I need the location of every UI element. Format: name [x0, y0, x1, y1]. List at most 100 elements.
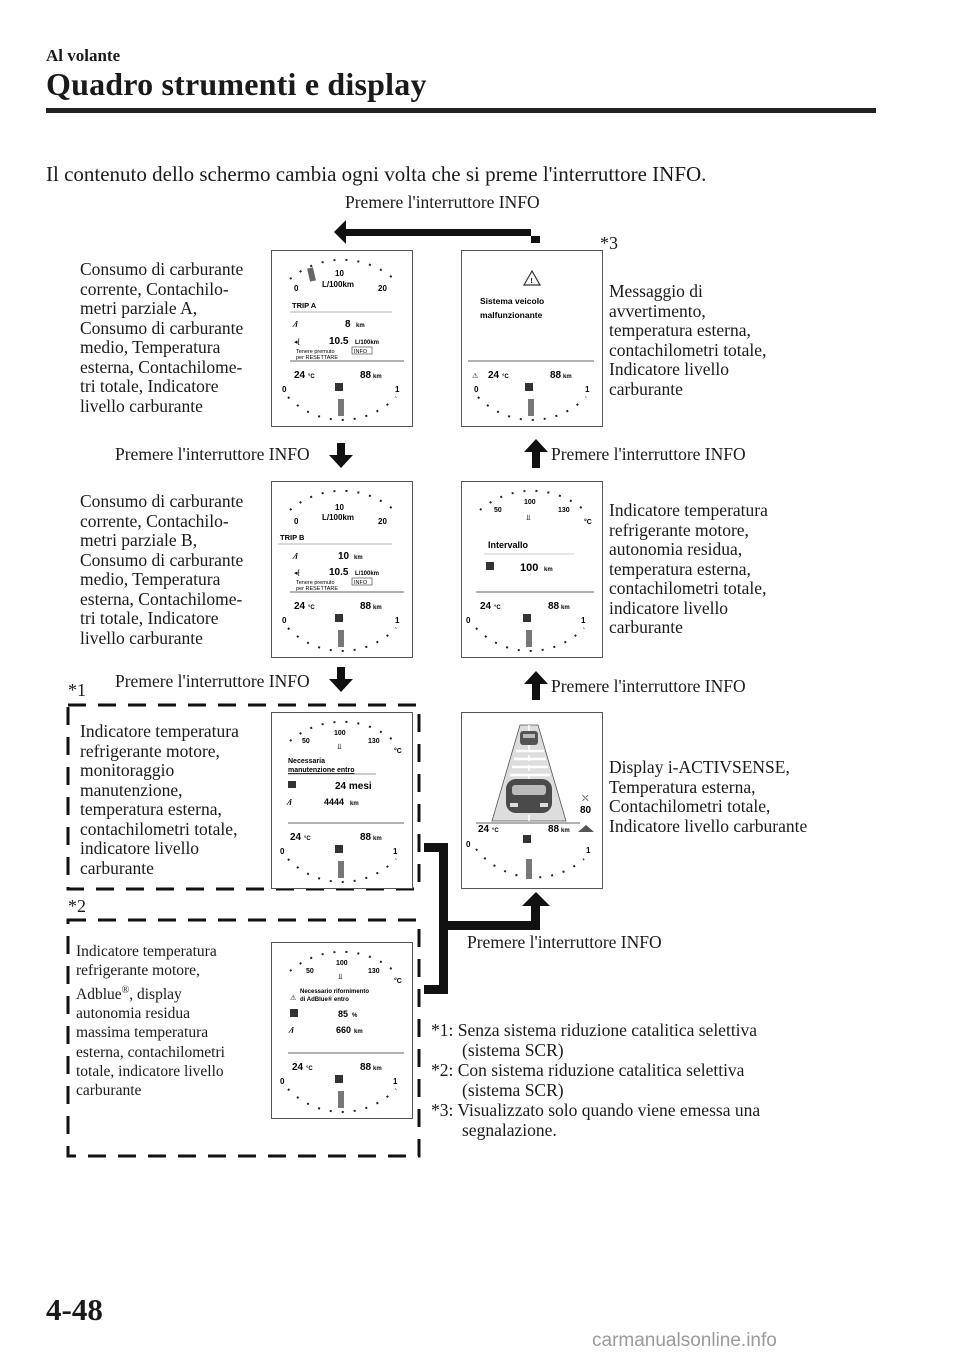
footnote-3: *3: Visualizzato solo quando viene emess…	[431, 1100, 761, 1120]
press-info-left-1: Premere l'interruttore INFO	[115, 444, 310, 464]
caption-activsense: Display i-ACTIVSENSE,Temperatura esterna…	[609, 757, 808, 836]
footnote-1: *1: Senza sistema riduzione catalitica s…	[431, 1020, 758, 1040]
svg-text:100: 100	[524, 499, 536, 506]
svg-text:0: 0	[294, 284, 299, 293]
svg-text:50: 50	[494, 507, 502, 514]
svg-text:TRIP A: TRIP A	[292, 301, 317, 310]
display-panel-warning: ! Sistema veicolo malfunzionante ⚠ 24 °C…	[461, 250, 603, 427]
svg-text:1: 1	[585, 385, 590, 394]
svg-text:0: 0	[294, 517, 299, 526]
arrow-up-2	[524, 671, 548, 700]
svg-text:88: 88	[360, 601, 372, 612]
svg-text:0: 0	[282, 616, 287, 625]
svg-text:km: km	[373, 374, 382, 380]
arrow-down-1	[329, 443, 353, 468]
svg-text:⫫: ⫫	[337, 972, 343, 981]
svg-text:24 mesi: 24 mesi	[335, 781, 372, 792]
svg-text:km: km	[563, 374, 572, 380]
svg-text:24: 24	[292, 1062, 304, 1073]
svg-text:130: 130	[368, 968, 380, 975]
svg-text:°C: °C	[492, 828, 499, 834]
svg-text:km: km	[350, 801, 359, 807]
svg-text:⫫: ⫫	[525, 513, 531, 522]
svg-text:130: 130	[368, 738, 380, 745]
svg-text:°C: °C	[494, 605, 501, 611]
svg-text:INFO: INFO	[354, 349, 368, 355]
svg-text:◂⁅: ◂⁅	[294, 569, 301, 577]
display-panel-trip-a: 0 10 20 L/100km TRIP A ⁄i 8 km ◂⁅ 10.5 L…	[271, 250, 413, 427]
svg-text:0: 0	[282, 385, 287, 394]
svg-text:88: 88	[548, 824, 560, 835]
svg-text:88: 88	[360, 1062, 372, 1073]
svg-text:per RESETTARE: per RESETTARE	[296, 586, 338, 592]
svg-text:1: 1	[586, 846, 591, 855]
svg-text:km: km	[354, 1029, 363, 1035]
svg-text:km: km	[373, 836, 382, 842]
svg-text:km: km	[373, 1066, 382, 1072]
svg-text:0: 0	[280, 847, 285, 856]
svg-text:10: 10	[335, 503, 344, 512]
footnote-2-cont: (sistema SCR)	[462, 1080, 564, 1100]
svg-text:INFO: INFO	[354, 580, 368, 586]
svg-text:per RESETTARE: per RESETTARE	[296, 355, 338, 361]
display-panel-trip-b: 0 10 20 L/100km TRIP B ⁄i 10 km ◂⁅ 10.5 …	[271, 481, 413, 658]
arrow-down-2	[329, 667, 353, 692]
svg-text:km: km	[544, 567, 553, 573]
svg-text:!: !	[531, 278, 533, 285]
svg-text:Sistema veicolo: Sistema veicolo	[480, 296, 544, 306]
press-info-bottom: Premere l'interruttore INFO	[467, 932, 662, 952]
svg-text:0: 0	[474, 385, 479, 394]
marker-3: *3	[600, 233, 618, 253]
svg-text:24: 24	[488, 370, 500, 381]
svg-text:km: km	[356, 323, 365, 329]
svg-text:1: 1	[393, 847, 398, 856]
svg-text:km: km	[373, 605, 382, 611]
svg-text:660: 660	[336, 1025, 351, 1035]
svg-text:Tenere premuto: Tenere premuto	[296, 580, 335, 586]
svg-text:°C: °C	[304, 836, 311, 842]
press-info-right-1: Premere l'interruttore INFO	[551, 444, 746, 464]
svg-text:88: 88	[360, 370, 372, 381]
svg-text:⁄i: ⁄i	[292, 320, 298, 329]
svg-text:10.5: 10.5	[329, 567, 349, 578]
svg-text:◂⁅: ◂⁅	[294, 338, 301, 346]
svg-text:10.5: 10.5	[329, 336, 349, 347]
arrow-up-3	[522, 892, 550, 906]
svg-text:1: 1	[395, 385, 400, 394]
svg-text:⁄i: ⁄i	[286, 798, 292, 807]
svg-text:0: 0	[280, 1077, 285, 1086]
svg-text:km: km	[354, 555, 363, 561]
press-info-left-2: Premere l'interruttore INFO	[115, 671, 310, 691]
svg-text:24: 24	[290, 832, 302, 843]
svg-text:1: 1	[393, 1077, 398, 1086]
svg-text:1: 1	[581, 616, 586, 625]
svg-text:L/100km: L/100km	[355, 340, 379, 346]
svg-text:20: 20	[378, 284, 387, 293]
press-info-right-2: Premere l'interruttore INFO	[551, 676, 746, 696]
svg-text:100: 100	[334, 730, 346, 737]
svg-text:24: 24	[294, 370, 306, 381]
svg-text:10: 10	[335, 269, 344, 278]
svg-text:°C: °C	[306, 1066, 313, 1072]
svg-text:Necessario rifornimento: Necessario rifornimento	[300, 989, 369, 995]
svg-text:%: %	[352, 1013, 358, 1019]
bracket-top-stub	[424, 843, 448, 852]
bracket-horizontal	[439, 921, 540, 930]
svg-text:0: 0	[466, 840, 471, 849]
svg-text:24: 24	[478, 824, 490, 835]
display-panel-maintenance: 50 100 130 °C ⫫ Necessaria manutenzione …	[271, 712, 413, 889]
footnote-3-cont: segnalazione.	[462, 1120, 557, 1140]
svg-text:50: 50	[302, 738, 310, 745]
footnote-1-cont: (sistema SCR)	[462, 1040, 564, 1060]
marker-1: *1	[68, 680, 86, 700]
svg-text:⚠: ⚠	[472, 372, 478, 380]
svg-text:TRIP B: TRIP B	[280, 533, 305, 542]
svg-text:130: 130	[558, 507, 570, 514]
svg-text:⫫: ⫫	[336, 742, 342, 751]
arrow-up-1	[524, 439, 548, 468]
